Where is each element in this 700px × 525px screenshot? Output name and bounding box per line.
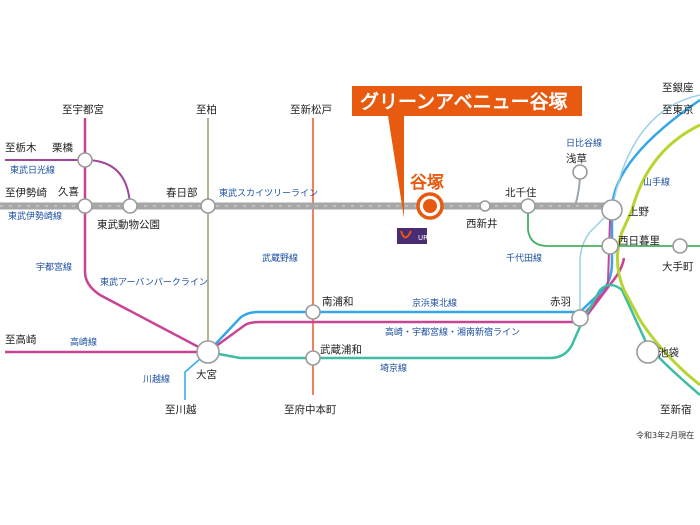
station-nishinippori[interactable] <box>601 237 619 255</box>
label-musashiurawa: 武蔵浦和 <box>320 343 362 356</box>
line-chiyoda: 千代田線 <box>506 252 542 264</box>
line-takasaki: 高崎線 <box>70 336 97 348</box>
station-otemachi[interactable] <box>672 238 688 254</box>
label-otemachi: 大手町 <box>662 260 694 273</box>
label-nishinippori: 西日暮里 <box>618 234 660 247</box>
label-omiya: 大宮 <box>196 368 217 381</box>
utsunomiya-to-ueno <box>579 219 611 319</box>
dest-utsunomiya: 至宇都宮 <box>62 103 104 116</box>
dest-isesaki: 至伊勢崎 <box>5 186 47 199</box>
line-tobu-nikko: 東武日光線 <box>10 164 55 176</box>
label-ueno: 上野 <box>628 206 649 218</box>
station-musashiurawa[interactable] <box>305 350 321 366</box>
utsunomiya-line <box>83 118 209 354</box>
line-keihin-tohoku: 京浜東北線 <box>412 297 457 309</box>
dest-ginza: 至銀座 <box>662 81 694 94</box>
yatsuka-station-dot <box>423 199 437 213</box>
station-asakusa[interactable] <box>572 164 588 180</box>
hibiya-line <box>530 171 581 207</box>
label-kuki: 久喜 <box>58 185 79 198</box>
line-takasaki-shonan: 高崎・宇都宮線・湘南新宿ライン <box>385 326 520 338</box>
line-musashino: 武蔵野線 <box>262 252 298 264</box>
station-ueno[interactable] <box>601 199 623 221</box>
station-nishiarai[interactable] <box>479 200 491 212</box>
line-saikyo: 埼京線 <box>380 362 407 374</box>
dest-fuchuhommachi: 至府中本町 <box>284 403 337 416</box>
yamanote-line <box>616 123 700 387</box>
line-hibiya: 日比谷線 <box>566 137 602 149</box>
station-minamiurawa[interactable] <box>305 304 321 320</box>
dest-kawagoe: 至川越 <box>165 403 197 416</box>
chiyoda-line <box>527 206 700 247</box>
line-urban-park: 東武アーバンパークライン <box>100 276 208 288</box>
station-tobu-zoo[interactable] <box>122 198 138 214</box>
dest-shinmatsudo: 至新松戸 <box>290 103 332 116</box>
station-kuki[interactable] <box>77 198 93 214</box>
label-kasukabe: 春日部 <box>166 186 198 199</box>
line-kawagoe: 川越線 <box>143 373 170 385</box>
label-kurihashi: 栗橋 <box>52 141 73 154</box>
dest-shinjuku: 至新宿 <box>660 403 692 416</box>
banner-title: グリーンアベニュー谷塚 <box>360 90 568 113</box>
dest-kashiwa: 至柏 <box>196 103 217 116</box>
dest-tokyo: 至東京 <box>662 103 694 116</box>
label-minamiurawa: 南浦和 <box>322 295 354 308</box>
label-akabane: 赤羽 <box>550 296 571 308</box>
station-omiya[interactable] <box>196 340 220 364</box>
station-kurihashi[interactable] <box>77 152 93 168</box>
label-tobu-zoo: 東武動物公園 <box>97 218 160 231</box>
dest-tochigi: 至栃木 <box>5 141 37 154</box>
station-kasukabe[interactable] <box>200 198 216 214</box>
label-nishiarai: 西新井 <box>466 217 498 230</box>
station-ikebukuro[interactable] <box>636 340 660 364</box>
ur-logo-text: UR <box>418 234 428 242</box>
date-note: 令和3年2月現在 <box>636 430 694 440</box>
dest-takasaki: 至高崎 <box>5 333 37 346</box>
station-akabane[interactable] <box>571 309 589 327</box>
line-tobu-isesaki: 東武伊勢崎線 <box>8 210 62 222</box>
line-utsunomiya: 宇都宮線 <box>36 261 72 273</box>
ur-logo: UR <box>397 228 428 244</box>
line-yamanote: 山手線 <box>643 176 670 188</box>
station-kitasenju[interactable] <box>520 198 536 214</box>
keihin-tohoku-line <box>207 98 700 353</box>
label-kitasenju: 北千住 <box>505 186 537 199</box>
main-station-label: 谷塚 <box>410 173 444 193</box>
property-banner: グリーンアベニュー谷塚 <box>352 86 582 218</box>
label-asakusa: 浅草 <box>566 152 587 165</box>
line-skytree: 東武スカイツリーライン <box>219 187 318 199</box>
label-ikebukuro: 池袋 <box>658 346 679 359</box>
